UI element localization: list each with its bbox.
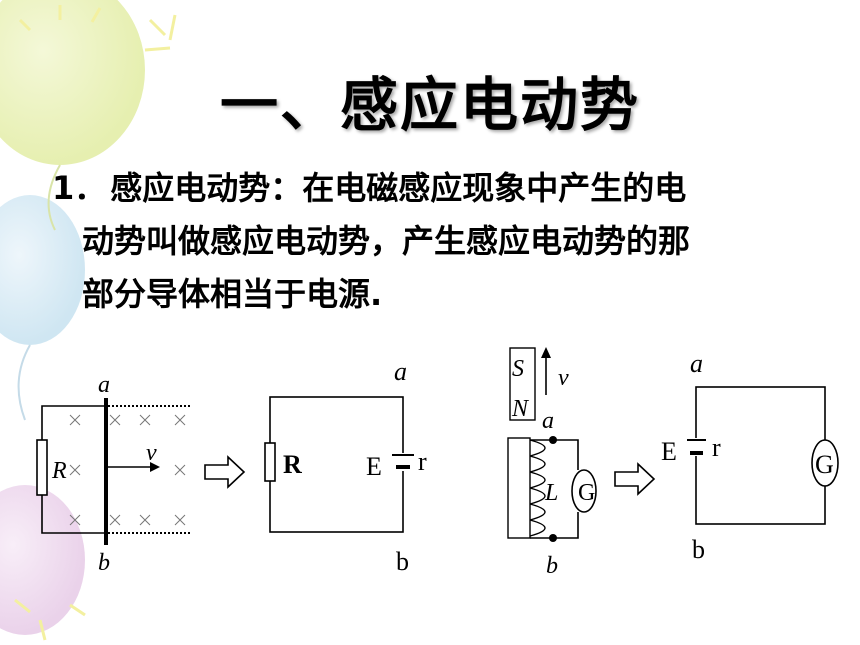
diagram-magnet-coil: S N v a b L G xyxy=(507,347,597,579)
bar-magnet xyxy=(509,347,536,421)
label-L: L xyxy=(544,480,558,506)
label-a: a xyxy=(542,408,554,434)
balloon-blue xyxy=(0,195,85,345)
label-b: b xyxy=(692,535,705,564)
coil-body xyxy=(507,437,531,539)
label-R: R xyxy=(51,458,67,484)
label-v: v xyxy=(558,365,569,391)
diagram-equivalent-circuit-2: a b E r G xyxy=(661,349,839,564)
label-N: N xyxy=(511,396,530,422)
magnetic-field-crosses xyxy=(69,414,186,526)
definition-line-3: 部分导体相当于电源. xyxy=(82,275,383,313)
label-a: a xyxy=(98,372,110,398)
sparkle-rays xyxy=(14,5,177,641)
diagram-moving-rod: a b R v xyxy=(36,372,192,576)
label-r: r xyxy=(418,447,427,476)
label-b: b xyxy=(396,547,409,576)
label-b: b xyxy=(98,550,110,576)
label-R: R xyxy=(283,450,302,479)
label-a: a xyxy=(690,349,703,378)
balloon-pink xyxy=(0,485,85,635)
label-E: E xyxy=(661,437,677,466)
label-E: E xyxy=(366,452,382,481)
galvanometer xyxy=(811,439,839,487)
label-v: v xyxy=(146,440,157,466)
definition-paragraph: 1．感应电动势：在电磁感应现象中产生的电 动势叫做感应电动势，产生感应电动势的那… xyxy=(52,162,832,321)
item-number: 1． xyxy=(52,169,107,207)
equivalent-arrow-2 xyxy=(614,462,656,496)
diagram-equivalent-circuit-1: a b R E r xyxy=(264,357,427,576)
label-b: b xyxy=(546,553,558,579)
slide-title: 一、感应电动势 xyxy=(219,71,640,139)
label-r: r xyxy=(712,433,721,462)
label-a: a xyxy=(394,357,407,386)
definition-line-2: 动势叫做感应电动势，产生感应电动势的那 xyxy=(82,222,691,260)
galvanometer xyxy=(571,469,597,513)
label-G: G xyxy=(578,480,595,506)
equivalent-arrow-1 xyxy=(204,455,246,489)
label-G: G xyxy=(815,450,834,479)
definition-line-1: 1．感应电动势：在电磁感应现象中产生的电 xyxy=(52,169,687,207)
label-S: S xyxy=(512,356,524,382)
balloon-yellow xyxy=(0,0,145,165)
